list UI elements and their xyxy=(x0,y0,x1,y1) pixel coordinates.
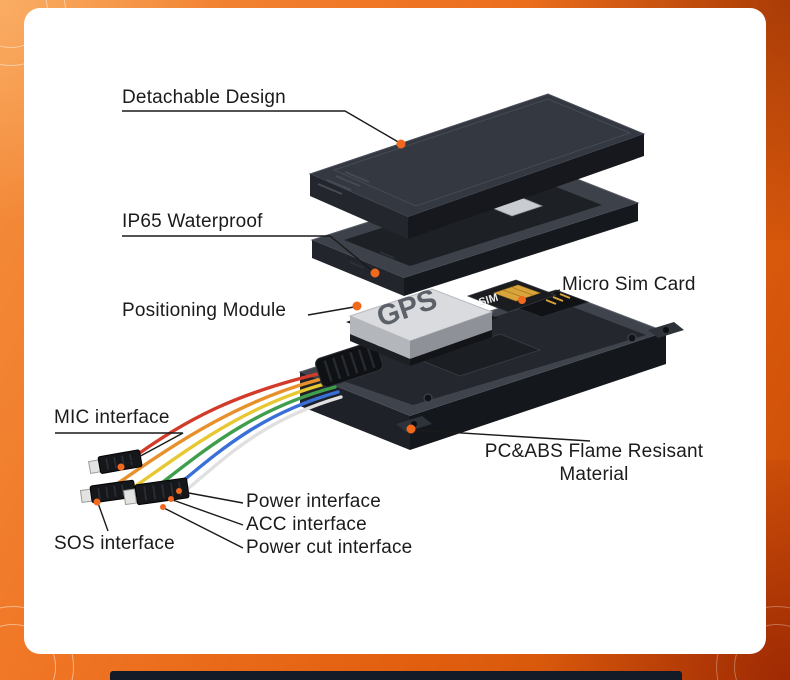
dot-power xyxy=(176,488,182,494)
mic-connector xyxy=(88,449,143,475)
leader-detachable xyxy=(122,110,401,144)
callout-micro-sim-card: Micro Sim Card xyxy=(562,274,696,295)
callout-ip65-waterproof: IP65 Waterproof xyxy=(122,211,263,232)
waterproof-frame xyxy=(310,165,640,296)
callout-mic-interface: MIC interface xyxy=(54,407,170,428)
callout-power-interface: Power interface xyxy=(246,491,382,512)
sim-card-label: SIM xyxy=(477,292,499,309)
dot-power-cut xyxy=(160,504,166,510)
dot-positioning xyxy=(352,301,362,311)
leader-mic xyxy=(55,432,184,467)
leader-waterproof xyxy=(122,235,375,273)
callout-detachable-design: Detachable Design xyxy=(122,87,286,108)
leader-power xyxy=(177,490,244,504)
callout-sos-interface: SOS interface xyxy=(54,533,175,554)
callout-lines xyxy=(55,110,591,549)
leader-power-cut xyxy=(161,506,244,549)
dot-material xyxy=(406,424,416,434)
wire-green xyxy=(148,385,337,494)
leader-sos xyxy=(97,502,109,532)
dot-sos xyxy=(93,498,101,506)
bottom-case xyxy=(298,289,684,450)
top-cover xyxy=(308,93,646,239)
dot-mic xyxy=(117,463,125,471)
callout-power-group: Power interface ACC interface Power cut … xyxy=(246,490,412,559)
sim-card: SIM xyxy=(466,279,590,318)
dot-acc xyxy=(168,496,174,502)
leader-acc xyxy=(169,498,244,526)
wire-yellow xyxy=(128,380,334,492)
callout-power-cut-interface: Power cut interface xyxy=(246,537,413,558)
dot-micro-sim xyxy=(518,296,526,304)
callout-material: PC&ABS Flame Resisant Material xyxy=(468,440,720,486)
wire-harness-plug xyxy=(315,341,384,388)
leader-micro-sim xyxy=(523,289,561,300)
callout-acc-interface: ACC interface xyxy=(246,514,367,535)
dot-detachable xyxy=(396,139,406,149)
callout-material-line1: PC&ABS Flame Resisant xyxy=(484,441,704,462)
wire-white xyxy=(172,395,343,502)
callout-material-line2: Material xyxy=(559,464,629,485)
leader-positioning xyxy=(307,306,355,316)
power-connector xyxy=(123,477,190,506)
wire-orange xyxy=(112,375,331,488)
callout-positioning-module: Positioning Module xyxy=(122,300,287,321)
wire-red xyxy=(120,370,328,468)
callout-dots xyxy=(93,139,526,510)
leader-material xyxy=(413,429,591,442)
bottom-dark-bar xyxy=(110,671,682,680)
dot-waterproof xyxy=(370,268,380,278)
